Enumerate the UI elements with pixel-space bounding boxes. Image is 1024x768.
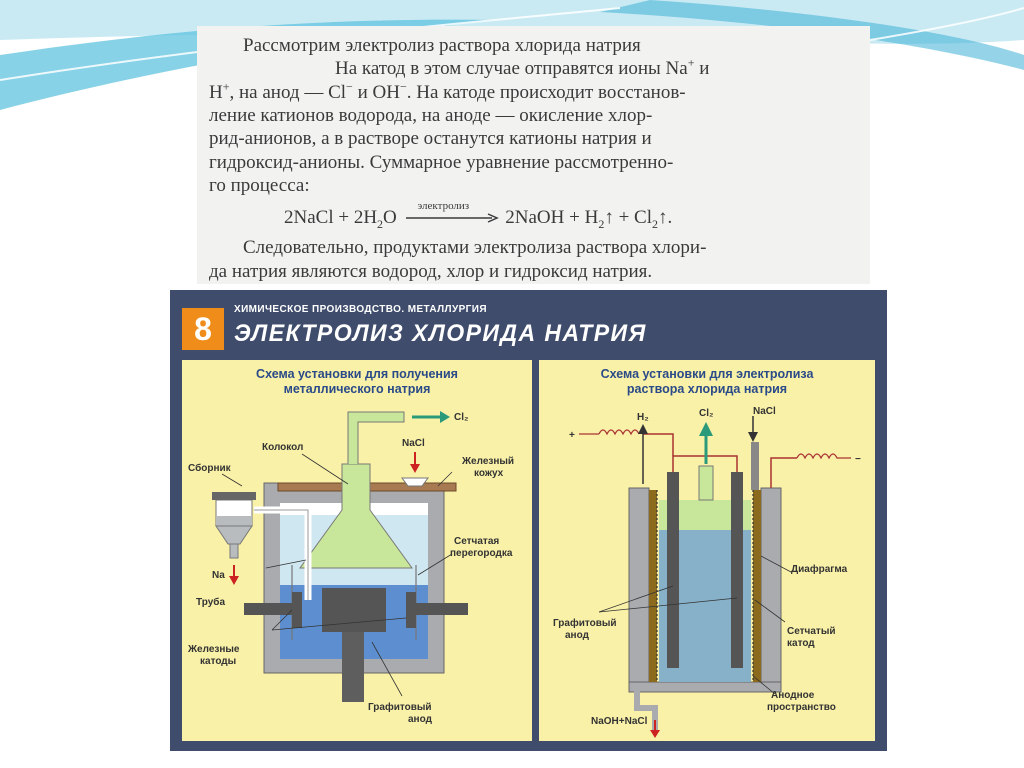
sodium-setup-diagram: Cl₂ NaCl Na bbox=[187, 411, 514, 725]
label-collector: Сборник bbox=[188, 462, 232, 474]
label-mesh-cathode-1: Сетчатый bbox=[787, 626, 836, 637]
text-line: ление катионов водорода, на аноде — окис… bbox=[209, 105, 653, 126]
leader-lines bbox=[221, 453, 453, 697]
cell-walls bbox=[628, 487, 782, 693]
label-nacl: NaCl bbox=[753, 406, 776, 417]
label-nacl: NaCl bbox=[402, 438, 425, 449]
text-line: рид-анионов, а в растворе останутся кати… bbox=[209, 128, 652, 149]
superscript: + bbox=[687, 55, 695, 70]
label-plus: + bbox=[569, 430, 575, 441]
text-segment: , на анод — Cl bbox=[229, 82, 347, 103]
superscript: − bbox=[346, 79, 353, 94]
text-line: H+, на анод — Cl− и OH−. На катоде проис… bbox=[209, 81, 686, 104]
text-segment: ↑. bbox=[658, 207, 673, 228]
text-segment: 2NaOH + H bbox=[505, 207, 599, 228]
text-segment: ↑ + Cl bbox=[604, 207, 652, 228]
brine-electrolysis-panel: Схема установки для электролиза раствора… bbox=[539, 360, 875, 741]
chlorine-out-arrow-icon bbox=[412, 411, 450, 423]
label-naoh-nacl: NaOH+NaCl bbox=[591, 716, 648, 727]
text-line: Следовательно, продуктами электролиза ра… bbox=[243, 237, 707, 258]
sodium-metal-setup-panel: Схема установки для получения металличес… bbox=[182, 360, 532, 741]
label-graphite-anode-2: анод bbox=[408, 714, 433, 725]
iron-cathodes bbox=[244, 592, 468, 628]
arrow-label: электролиз bbox=[417, 200, 470, 212]
subscript: 2 bbox=[377, 216, 384, 231]
text-segment: и bbox=[694, 58, 710, 79]
label-diaphragm: Диафрагма bbox=[791, 563, 848, 575]
reaction-equation: 2NaCl + 2H2O электролиз 2NaOH + H2↑ + Cl… bbox=[284, 200, 673, 231]
text-segment: На катод в этом случае отправятся ионы N… bbox=[335, 58, 688, 79]
label-na: Na bbox=[212, 570, 225, 581]
mesh-cathode bbox=[656, 490, 754, 682]
label-cl2: Cl₂ bbox=[454, 412, 468, 423]
label-iron-cathodes-2: катоды bbox=[200, 656, 236, 667]
label-graphite-anode-1: Графитовый bbox=[553, 617, 617, 629]
text-line: да натрия являются водород, хлор и гидро… bbox=[209, 261, 653, 282]
card-number: 8 bbox=[182, 308, 224, 350]
card-subtitle: ХИМИЧЕСКОЕ ПРОИЗВОДСТВО. МЕТАЛЛУРГИЯ bbox=[234, 304, 487, 315]
text-segment: 2NaCl + 2H bbox=[284, 207, 378, 228]
nacl-feed-arrow-icon bbox=[410, 452, 420, 473]
text-line: гидроксид-анионы. Суммарное уравнение ра… bbox=[209, 152, 674, 173]
electrical-wiring bbox=[643, 433, 797, 488]
text-line: Рассмотрим электролиз раствора хлорида н… bbox=[243, 35, 641, 56]
brine-setup-diagram: + − H₂ Cl₂ NaCl bbox=[553, 406, 861, 738]
naoh-drain bbox=[634, 690, 660, 738]
label-iron-casing-2: кожух bbox=[474, 468, 504, 479]
label-iron-casing-1: Железный bbox=[461, 456, 514, 467]
chlorine-outlet bbox=[698, 422, 714, 501]
superscript: − bbox=[399, 79, 407, 94]
label-pipe: Труба bbox=[196, 596, 225, 608]
pipe-outline bbox=[254, 509, 309, 600]
text-segment: O bbox=[383, 207, 397, 228]
diaphragm bbox=[649, 490, 761, 682]
label-mesh-partition-1: Сетчатая bbox=[454, 536, 499, 547]
superscript: + bbox=[222, 79, 230, 94]
chlorine-outlet-pipe bbox=[347, 411, 405, 464]
label-h2: H₂ bbox=[637, 412, 649, 423]
label-anode-space-1: Анодное bbox=[771, 690, 815, 701]
panel-title-line2: раствора хлорида натрия bbox=[626, 382, 788, 396]
sodium-collector bbox=[212, 492, 256, 559]
reaction-arrow: электролиз bbox=[404, 200, 499, 223]
text-line: На катод в этом случае отправятся ионы N… bbox=[335, 57, 709, 80]
panel-title-line1: Схема установки для электролиза bbox=[600, 367, 814, 381]
nacl-funnel bbox=[401, 477, 429, 487]
label-bell: Колокол bbox=[262, 442, 303, 453]
label-graphite-anode-1: Графитовый bbox=[368, 701, 432, 713]
poster-card: 8 ХИМИЧЕСКОЕ ПРОИЗВОДСТВО. МЕТАЛЛУРГИЯ Э… bbox=[170, 290, 887, 751]
nacl-feed bbox=[748, 416, 759, 490]
wire-coil-left bbox=[579, 429, 640, 436]
text-segment: . На катоде происходит восстанов- bbox=[406, 82, 686, 103]
label-cl2: Cl₂ bbox=[699, 408, 713, 419]
textbook-excerpt: Рассмотрим электролиз раствора хлорида н… bbox=[197, 26, 870, 284]
text-line: го процесса: bbox=[209, 175, 310, 196]
label-minus: − bbox=[855, 454, 861, 465]
text-segment: и OH bbox=[352, 82, 400, 103]
panel-title-line2: металлического натрия bbox=[283, 382, 431, 396]
wire-coil-right bbox=[796, 453, 851, 460]
label-iron-cathodes-1: Железные bbox=[187, 644, 240, 655]
panel-title-line1: Схема установки для получения bbox=[256, 367, 458, 381]
arrow-icon bbox=[405, 213, 499, 223]
card-title: ЭЛЕКТРОЛИЗ ХЛОРИДА НАТРИЯ bbox=[234, 320, 647, 347]
hydrogen-out-arrow-icon bbox=[638, 424, 648, 484]
label-mesh-partition-2: перегородка bbox=[450, 548, 513, 559]
subscript: 2 bbox=[652, 216, 658, 231]
graphite-anodes bbox=[667, 472, 743, 668]
sodium-out-arrow-icon bbox=[229, 565, 239, 585]
label-mesh-cathode-2: катод bbox=[787, 638, 815, 649]
label-anode-space-2: пространство bbox=[767, 702, 836, 713]
subscript: 2 bbox=[598, 216, 605, 231]
text-segment: H bbox=[209, 82, 223, 103]
bell bbox=[299, 463, 413, 569]
label-graphite-anode-2: анод bbox=[565, 630, 590, 641]
leader-lines bbox=[598, 555, 792, 695]
